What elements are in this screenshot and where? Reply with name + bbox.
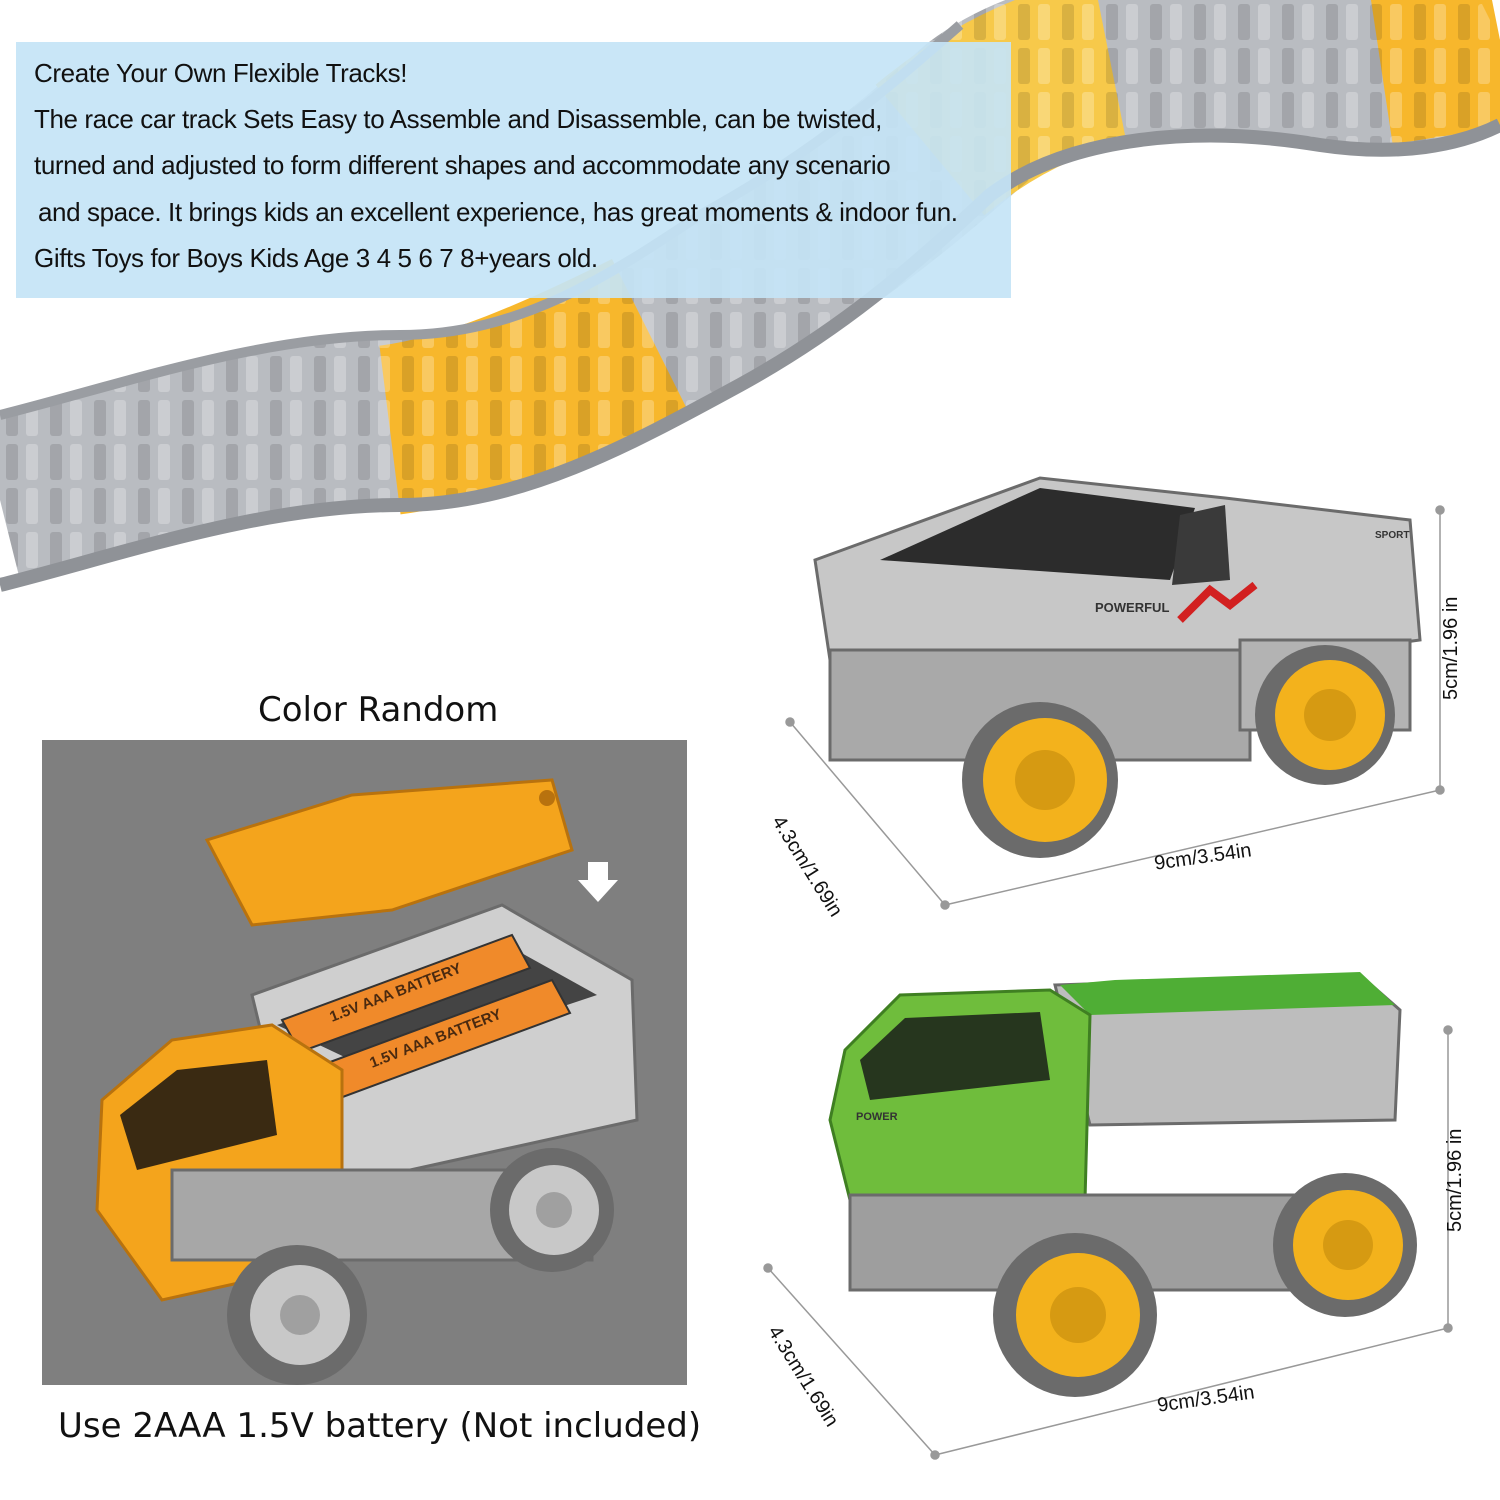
- intro-line-1: The race car track Sets Easy to Assemble…: [34, 104, 882, 134]
- intro-heading: Create Your Own Flexible Tracks!: [34, 58, 408, 88]
- top-car-height-label: 5cm/1.96 in: [1440, 596, 1462, 700]
- intro-line-4: Gifts Toys for Boys Kids Age 3 4 5 6 7 8…: [34, 243, 598, 273]
- powerful-decal: POWERFUL: [1095, 600, 1169, 615]
- battery-note-caption: Use 2AAA 1.5V battery (Not included): [58, 1406, 702, 1446]
- rear-wheel: [1255, 645, 1395, 785]
- dimension-lines-bottom: [763, 1025, 1453, 1460]
- intro-line-3: and space. It brings kids an excellent e…: [38, 197, 958, 227]
- intro-line-2: turned and adjusted to form different sh…: [34, 150, 891, 180]
- battery-lid: [204, 778, 574, 927]
- gray-pickup-car: POWERFUL SPORT: [813, 476, 1422, 858]
- intro-text-box: [16, 42, 1011, 298]
- bottom-car-height-label: 5cm/1.96 in: [1444, 1128, 1466, 1232]
- rear-wheel: [490, 1148, 614, 1272]
- front-wheel: [993, 1233, 1157, 1397]
- down-arrow-icon: [578, 862, 618, 902]
- green-dump-truck: POWER: [828, 972, 1417, 1397]
- color-random-caption: Color Random: [258, 690, 499, 730]
- power-decal: POWER: [856, 1111, 898, 1123]
- dimension-lines-top: [785, 505, 1445, 910]
- front-wheel: [227, 1245, 367, 1385]
- orange-truck-battery-illustration: 1.5V AAA BATTERY 1.5V AAA BATTERY SPORT: [95, 778, 639, 1385]
- front-wheel: [962, 702, 1118, 858]
- battery-compartment-panel: 1.5V AAA BATTERY 1.5V AAA BATTERY SPORT: [42, 740, 687, 1385]
- sport-decal-top: SPORT: [1375, 530, 1409, 541]
- rear-wheel: [1273, 1173, 1417, 1317]
